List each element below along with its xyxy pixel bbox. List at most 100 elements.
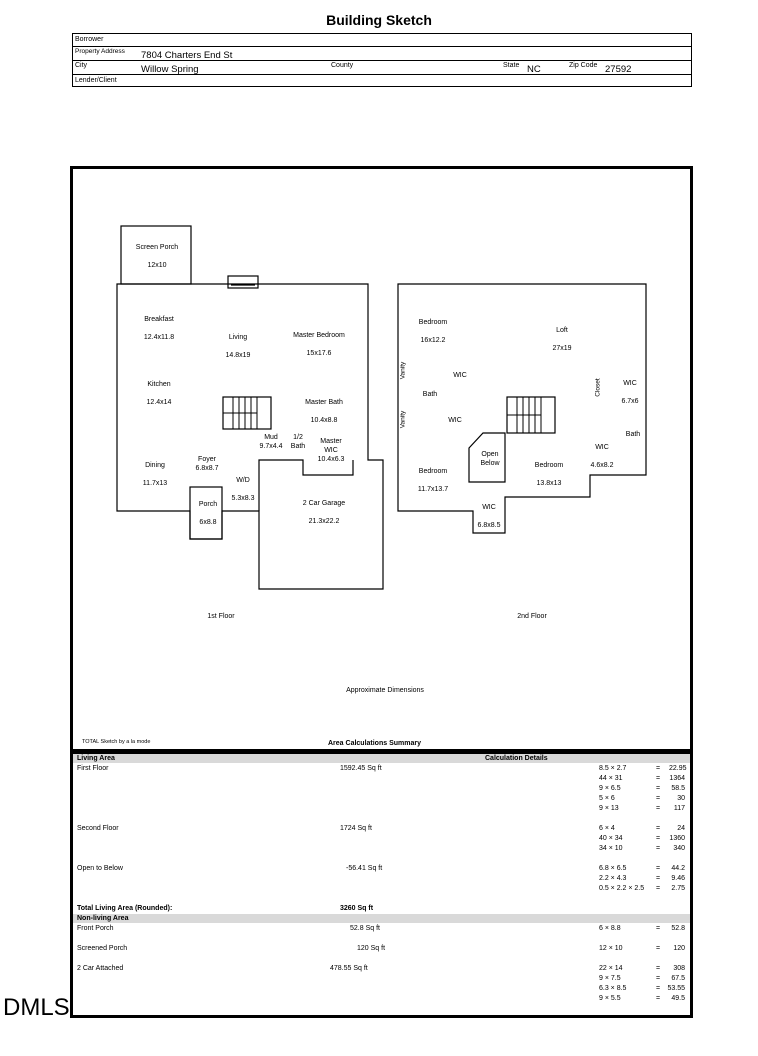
calc-result: 67.5: [671, 975, 685, 982]
vanity-label-1: Vanity: [399, 361, 407, 380]
calc-eq: =: [656, 945, 661, 952]
calc-result: 58.5: [671, 785, 685, 792]
calc-expr: 6 × 4: [599, 825, 615, 832]
closet-label: Closet: [594, 378, 602, 397]
calc-eq: =: [656, 825, 661, 832]
property-address-label: Property Address: [75, 48, 125, 55]
calc-expr: 2.2 × 4.3: [599, 875, 627, 882]
calc-result: 53.55: [667, 985, 685, 992]
city-value: Willow Spring: [141, 64, 199, 75]
calc-expr: 9 × 5.5: [599, 995, 621, 1002]
row-label: Second Floor: [77, 825, 119, 832]
calc-result: 44.2: [671, 865, 685, 872]
floor2-label: 2nd Floor: [517, 613, 547, 620]
zip-label: Zip Code: [569, 62, 598, 69]
borrower-label: Borrower: [75, 36, 104, 43]
calc-result: 30: [677, 795, 685, 802]
calc-eq: =: [656, 985, 661, 992]
calc-eq: =: [656, 845, 661, 852]
calc-result: 49.5: [671, 995, 685, 1002]
borrower-row: Borrower: [73, 34, 691, 47]
row-label: Front Porch: [77, 925, 114, 932]
living-area-heading: Living Area: [77, 755, 115, 762]
room-wic-b: WIC: [448, 417, 462, 424]
address-row: Property Address 7804 Charters End St: [73, 47, 691, 61]
second-floor-outline: [397, 283, 647, 534]
calc-result: 9.46: [671, 875, 685, 882]
calc-expr: 12 × 10: [599, 945, 623, 952]
total-value: 3260 Sq ft: [340, 905, 374, 912]
area-summary: Living Area Calculation Details First Fl…: [70, 749, 693, 1018]
row-label: 2 Car Attached: [77, 965, 124, 972]
room-wic-a: WIC: [453, 372, 467, 379]
calc-expr: 22 × 14: [599, 965, 623, 972]
floor1-label: 1st Floor: [207, 613, 235, 620]
calc-result: 2.75: [671, 885, 685, 892]
row-label: Screened Porch: [77, 945, 128, 952]
row-area: 120 Sq ft: [357, 945, 386, 952]
room-bath-b: Bath: [625, 431, 641, 438]
calc-eq: =: [656, 875, 661, 882]
software-credit: TOTAL Sketch by a la mode: [82, 739, 151, 745]
calc-expr: 5 × 6: [599, 795, 615, 802]
calc-result: 340: [673, 845, 685, 852]
calc-eq: =: [656, 775, 661, 782]
calc-expr: 40 × 34: [599, 835, 623, 842]
fireplace-outline: [227, 275, 259, 289]
vanity-label-2: Vanity: [399, 410, 407, 429]
property-address-value: 7804 Charters End St: [141, 50, 233, 61]
calc-result: 52.8: [671, 925, 685, 932]
lender-label: Lender/Client: [75, 77, 117, 84]
row-area: -56.41 Sq ft: [346, 865, 383, 872]
calc-eq: =: [656, 765, 661, 772]
calc-expr: 9 × 13: [599, 805, 619, 812]
room-bath-a: Bath: [422, 391, 438, 398]
calc-eq: =: [656, 965, 661, 972]
living-area-bar: [73, 754, 690, 763]
non-living-bar: [73, 914, 690, 923]
calc-eq: =: [656, 925, 661, 932]
calc-eq: =: [656, 995, 661, 1002]
approx-dimensions: Approximate Dimensions: [346, 687, 424, 694]
calc-result: 22.95: [669, 765, 687, 772]
calc-eq: =: [656, 975, 661, 982]
calc-details-heading: Calculation Details: [485, 755, 548, 762]
county-label: County: [331, 62, 354, 69]
calc-eq: =: [656, 805, 661, 812]
garage-top-walls: [258, 459, 354, 511]
calc-expr: 44 × 31: [599, 775, 623, 782]
porch-outline: [189, 486, 223, 540]
calc-expr: 34 × 10: [599, 845, 623, 852]
zip-value: 27592: [605, 64, 632, 75]
calc-expr: 6 × 8.8: [599, 925, 621, 932]
calc-eq: =: [656, 785, 661, 792]
non-living-heading: Non-living Area: [77, 915, 129, 922]
mls-watermark: DMLS: [3, 994, 70, 1021]
page-title: Building Sketch: [326, 12, 432, 28]
row-area: 478.55 Sq ft: [330, 965, 368, 972]
calc-eq: =: [656, 865, 661, 872]
calc-eq: =: [656, 885, 661, 892]
city-label: City: [75, 62, 88, 69]
calc-expr: 9 × 6.5: [599, 785, 621, 792]
